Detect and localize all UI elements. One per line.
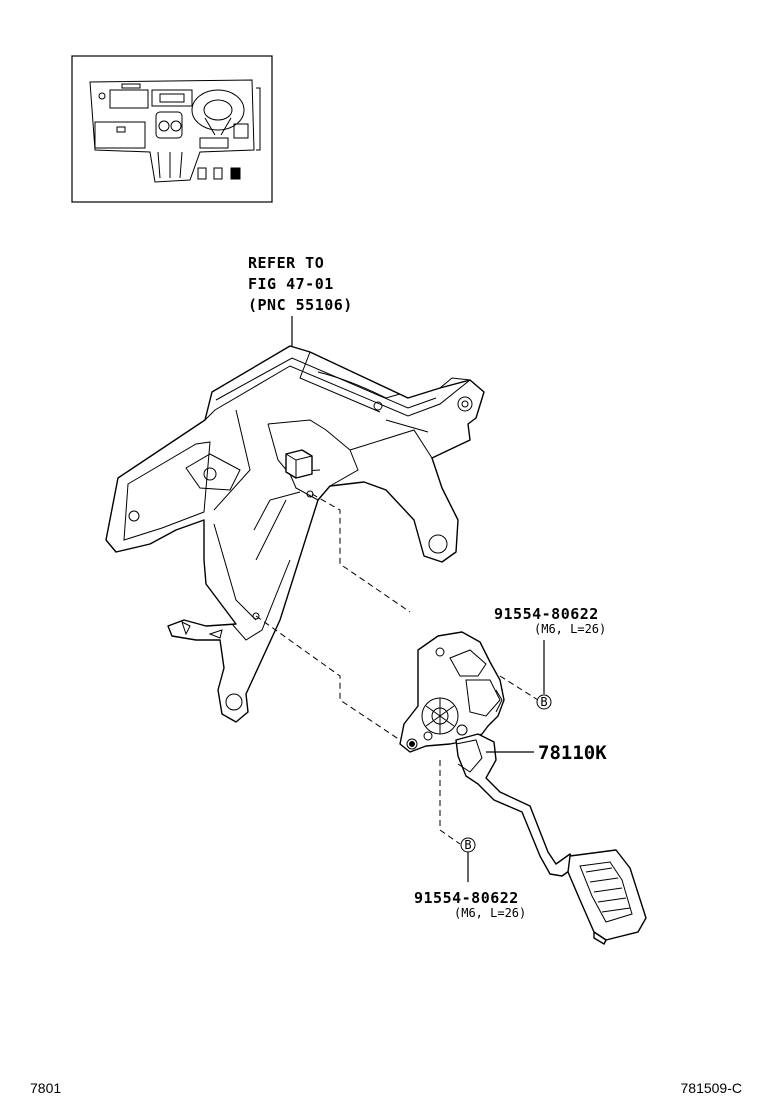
bolt-lower-spec: (M6, L=26) [454, 906, 526, 920]
bolt-upper-marker-text: B [540, 695, 547, 709]
leader-lines [291, 316, 545, 882]
refer-label-line2: FIG 47-01 [248, 275, 334, 293]
pedal-bracket [105, 345, 485, 723]
footer-left-code: 7801 [30, 1080, 61, 1096]
bolt-lower-marker-text: B [464, 838, 471, 852]
location-inset [71, 55, 273, 203]
refer-label-line1: REFER TO [248, 254, 324, 272]
refer-label-line3: (PNC 55106) [248, 296, 353, 314]
bolt-marker-lower: B [460, 837, 476, 853]
bolt-upper-part-number: 91554-80622 [494, 605, 599, 623]
bolt-upper-spec: (M6, L=26) [534, 622, 606, 636]
dashboard-sketch [89, 79, 261, 183]
installation-lines [255, 493, 539, 845]
accelerator-pedal-assembly [399, 631, 647, 945]
footer-right-code: 781509-C [681, 1080, 743, 1096]
bolt-lower-part-number: 91554-80622 [414, 889, 519, 907]
pedal-part-number: 78110K [538, 742, 607, 764]
bolt-marker-upper: B [536, 694, 552, 710]
